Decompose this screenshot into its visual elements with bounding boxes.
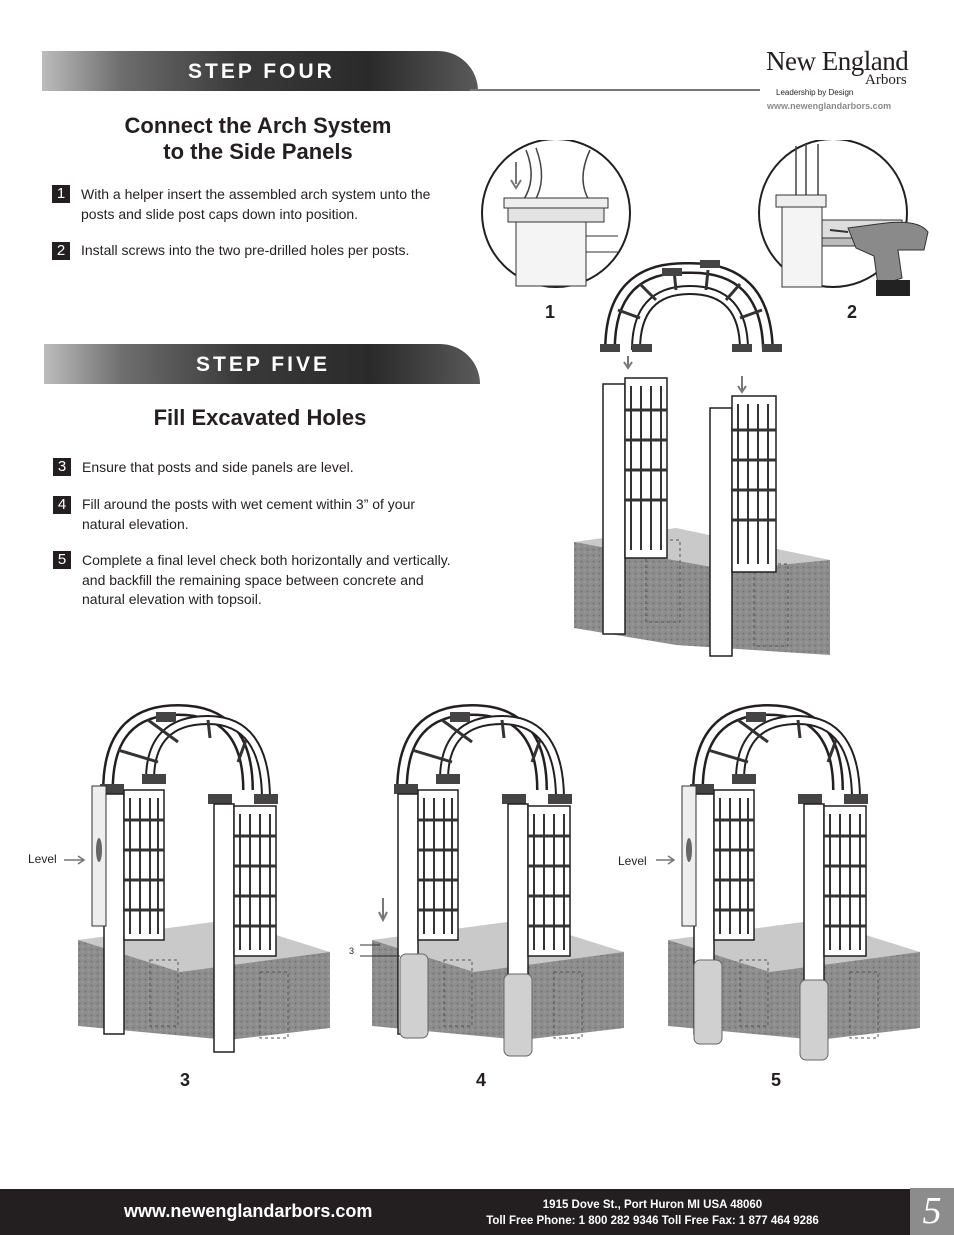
footer-address: 1915 Dove St., Port Huron MI USA 48060 T… [455, 1197, 850, 1229]
figure-3-label: 3 [180, 1070, 191, 1090]
instruction-4-line2: natural elevation. [82, 515, 189, 532]
logo-tagline: Leadership by Design [776, 88, 854, 97]
logo-url[interactable]: www.newenglandarbors.com [767, 101, 892, 111]
arbor-figure-3 [64, 710, 330, 1052]
instruction-5-line3: natural elevation with topsoil. [82, 591, 262, 607]
banner-divider [470, 89, 760, 91]
arch-assembly-illustration [481, 140, 929, 657]
level-label-3: Level [28, 852, 57, 866]
step-five-label: STEP FIVE [196, 353, 330, 376]
step-four-banner: STEP FOUR [42, 51, 478, 91]
step-four-heading: Connect the Arch System to the Side Pane… [90, 113, 426, 165]
footer-bar [0, 1189, 954, 1235]
post-cap-detail-circle [481, 140, 631, 288]
step-badge-5: 5 [53, 551, 71, 569]
step-five-banner: STEP FIVE [44, 344, 480, 384]
step-five-heading: Fill Excavated Holes [153, 405, 367, 430]
figure-2-label: 2 [847, 302, 858, 322]
instruction-1: With a helper insert the assembled arch … [81, 185, 471, 224]
arch-top [600, 260, 782, 394]
logo-sub: Arbors [865, 72, 907, 88]
figure-1-label: 1 [545, 302, 556, 322]
instruction-1-line1: With a helper insert the assembled arch … [81, 186, 431, 202]
instruction-3: Ensure that posts and side panels are le… [82, 459, 354, 475]
level-label-5: Level [618, 854, 647, 868]
footer-phones-line: Toll Free Phone: 1 800 282 9346 Toll Fre… [486, 1215, 819, 1227]
right-side-panel [709, 395, 777, 657]
instruction-5-line1: Complete a final level check both horizo… [82, 552, 451, 568]
instruction-4: Fill around the posts with wet cement wi… [82, 495, 472, 534]
step-badge-2: 2 [52, 242, 70, 260]
instruction-5: Complete a final level check both horizo… [82, 551, 472, 610]
instruction-1-line2: posts and slide post caps down into posi… [81, 205, 359, 222]
instruction-2: Install screws into the two pre-drilled … [81, 242, 410, 258]
step-badge-3: 3 [53, 458, 71, 476]
footer-address-line: 1915 Dove St., Port Huron MI USA 48060 [542, 1199, 763, 1211]
step-badge-4: 4 [53, 496, 71, 514]
measure-label: 3 [349, 946, 355, 956]
fill-holes-illustrations [64, 690, 940, 1061]
drill-detail-circle [758, 140, 929, 296]
figure-5-label: 5 [771, 1070, 782, 1090]
instruction-5-line2: and backfill the remaining space between… [82, 571, 424, 588]
step-four-heading-line1: Connect the Arch System [124, 113, 392, 138]
step-four-label: STEP FOUR [188, 60, 335, 83]
arbor-figure-5 [656, 710, 920, 1061]
logo-name: New England [766, 46, 909, 76]
step-four-heading-line2: to the Side Panels [163, 139, 353, 164]
left-side-panel [602, 377, 668, 635]
instruction-4-line1: Fill around the posts with wet cement wi… [82, 496, 416, 512]
page-number: 5 [910, 1188, 954, 1235]
step-badge-1: 1 [52, 185, 70, 203]
arbor-figure-4 [360, 710, 624, 1056]
figure-4-label: 4 [476, 1070, 487, 1090]
footer-url[interactable]: www.newenglandarbors.com [124, 1201, 373, 1221]
